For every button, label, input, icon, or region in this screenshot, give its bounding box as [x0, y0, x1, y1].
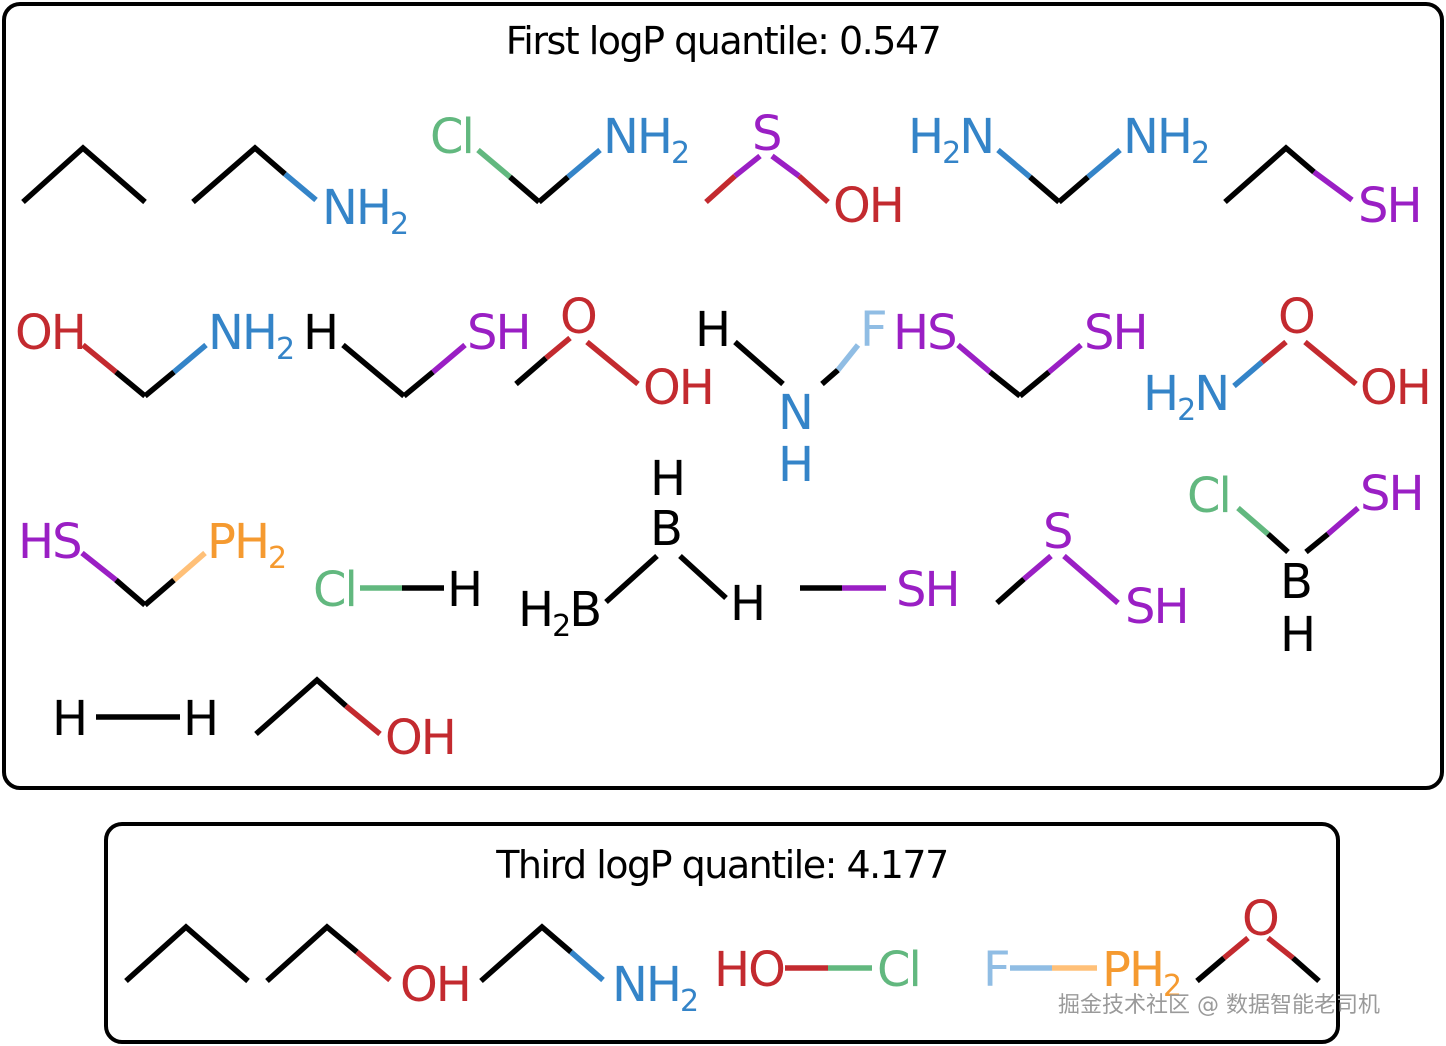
first-quantile-title: First logP quantile: 0.547 — [506, 19, 941, 63]
atom-f: F — [860, 302, 886, 358]
atom-o: O — [560, 289, 596, 345]
third-quantile-frame — [104, 822, 1340, 1044]
atom-nh2: NH2 — [1123, 109, 1208, 171]
molecule-fluoroamine: H N F H — [695, 302, 888, 493]
molecule-ethanol: OH — [265, 923, 472, 1013]
atom-h: H — [730, 576, 764, 632]
first-quantile-panel: First logP quantile: 0.547 NH2 Cl NH2 S — [2, 2, 1444, 790]
atom-cl: Cl — [313, 562, 356, 618]
atom-ph2: PH2 — [1102, 942, 1180, 1004]
watermark-text: 掘金技术社区 @ 数据智能老司机 — [1058, 993, 1380, 1018]
molecule-methanediamine: H2N NH2 — [908, 109, 1210, 205]
molecule-ethanol: OH — [254, 676, 457, 766]
molecule-methyl-disulfide: S SH — [995, 504, 1190, 635]
molecule-hypochlorous-acid: HO Cl — [714, 942, 922, 998]
molecule-oxirane: O — [1195, 891, 1321, 984]
molecule-methyl-peroxide: O OH — [514, 289, 715, 416]
molecule-diborane: H B H2B H — [518, 451, 766, 644]
atom-h: H — [1280, 607, 1314, 663]
atom-h: H — [447, 562, 481, 618]
atom-f: F — [983, 942, 1009, 998]
atom-h: H — [183, 691, 217, 747]
atom-s: S — [1043, 504, 1071, 560]
atom-nh2: NH2 — [208, 305, 293, 367]
atom-h2b: H2B — [518, 582, 600, 644]
atom-h: H — [778, 437, 812, 493]
molecule-phosphinomethanethiol: HS PH2 — [18, 514, 287, 608]
atom-cl: Cl — [1187, 468, 1230, 524]
atom-h: H — [52, 691, 86, 747]
atom-oh: OH — [833, 178, 903, 234]
molecule-fluorophosphine: F PH2 — [983, 942, 1182, 1004]
atom-h2n: H2N — [908, 109, 993, 171]
molecule-propane — [21, 144, 147, 205]
molecule-methanesulfenic-acid: S OH — [704, 106, 905, 234]
atom-oh: OH — [400, 957, 470, 1013]
molecule-methanedithiol: HS SH — [893, 305, 1149, 399]
molecule-aminooxy-hydroxide: O H2N OH — [1143, 289, 1432, 428]
third-quantile-panel: Third logP quantile: 4.177 OH NH2 HO Cl … — [104, 822, 1340, 1044]
atom-o: O — [1278, 289, 1314, 345]
atom-sh: SH — [1125, 579, 1188, 635]
molecule-chloromethylamine: Cl NH2 — [430, 109, 690, 205]
third-quantile-title: Third logP quantile: 4.177 — [495, 843, 948, 887]
atom-ho: HO — [714, 942, 784, 998]
atom-sh: SH — [896, 562, 959, 618]
atom-b: B — [1280, 554, 1311, 610]
atom-sh: SH — [1084, 305, 1147, 361]
molecule-hydrogen-chloride: Cl H — [313, 562, 483, 618]
atom-hs: HS — [893, 305, 956, 361]
atom-h2n: H2N — [1143, 366, 1228, 428]
atom-nh2: NH2 — [322, 180, 407, 242]
molecule-aminomethanol: OH NH2 — [15, 305, 295, 399]
atom-hs: HS — [18, 514, 81, 570]
atom-cl: Cl — [430, 109, 473, 165]
atom-sh: SH — [467, 305, 530, 361]
atom-h: H — [303, 305, 337, 361]
atom-h: H — [650, 451, 684, 507]
atom-sh: SH — [1358, 178, 1421, 234]
molecule-ethylamine: NH2 — [479, 923, 699, 1019]
molecule-methanethiol-linear: SH — [800, 562, 961, 618]
molecule-propane — [124, 923, 250, 984]
atom-oh: OH — [385, 710, 455, 766]
atom-cl: Cl — [877, 942, 920, 998]
atom-oh: OH — [1360, 360, 1430, 416]
molecule-ethanethiol: SH — [1223, 144, 1423, 234]
atom-nh2: NH2 — [612, 957, 697, 1019]
molecule-hydrogen: H H — [52, 691, 219, 747]
atom-ph2: PH2 — [207, 514, 285, 576]
molecule-chloroboranethiol: Cl SH B H — [1187, 466, 1425, 663]
atom-nh2: NH2 — [603, 109, 688, 171]
atom-b: B — [650, 501, 681, 557]
atom-oh: OH — [15, 305, 85, 361]
atom-oh: OH — [643, 360, 713, 416]
first-quantile-frame — [2, 2, 1444, 790]
atom-h: H — [695, 302, 729, 358]
molecule-methanethiol: H SH — [303, 305, 532, 399]
atom-sh: SH — [1360, 466, 1423, 522]
atom-o: O — [1242, 891, 1278, 947]
molecule-ethylamine: NH2 — [191, 144, 409, 242]
atom-n: N — [778, 385, 812, 441]
atom-s: S — [752, 106, 780, 162]
